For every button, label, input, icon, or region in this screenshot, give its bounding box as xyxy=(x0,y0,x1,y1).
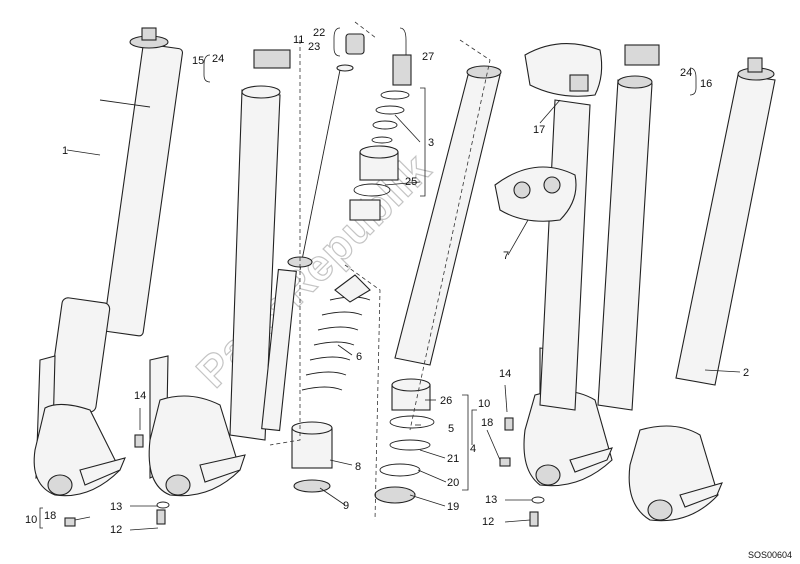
top-cap-stack xyxy=(349,54,412,221)
callout-24-left: 24 xyxy=(212,53,224,65)
callout-10-left: 10 xyxy=(25,514,37,526)
inner-tube-left xyxy=(229,49,291,441)
callout-19: 19 xyxy=(447,501,459,513)
callout-5: 5 xyxy=(448,423,454,435)
callout-25: 25 xyxy=(405,176,417,188)
callout-2: 2 xyxy=(743,367,749,379)
callout-7: 7 xyxy=(503,250,509,262)
callout-26: 26 xyxy=(440,395,452,407)
leader-lines xyxy=(66,99,741,531)
callout-14-right: 14 xyxy=(499,368,511,380)
callout-12-left: 12 xyxy=(110,524,122,536)
callout-16: 16 xyxy=(700,78,712,90)
fork-bottom-leg-right xyxy=(523,99,613,487)
fork-leg-left-assembled xyxy=(33,27,184,497)
callout-labels: 1 2 3 4 5 6 7 8 9 10 10 11 12 12 13 13 1… xyxy=(25,27,749,536)
fork-leg-right-assembled xyxy=(628,57,776,522)
kit-parts xyxy=(494,43,603,222)
fork-spring xyxy=(301,274,371,391)
callout-3: 3 xyxy=(428,137,434,149)
callout-14-left: 14 xyxy=(134,390,146,402)
callout-15: 15 xyxy=(192,55,204,67)
outer-tube-center xyxy=(374,65,502,504)
callout-24-right: 24 xyxy=(680,67,692,79)
callout-17: 17 xyxy=(533,124,545,136)
dashed-guides xyxy=(269,21,491,521)
callout-1: 1 xyxy=(62,145,68,157)
callout-4: 4 xyxy=(470,443,476,455)
damper-rod xyxy=(261,33,365,432)
callout-23: 23 xyxy=(308,41,320,53)
inner-tube-right xyxy=(597,44,660,411)
callout-13-right: 13 xyxy=(485,494,497,506)
callout-11: 11 xyxy=(293,34,304,46)
callout-8: 8 xyxy=(355,461,361,473)
callout-18-right: 18 xyxy=(481,417,493,429)
drawing-code: SOS00604 xyxy=(748,550,792,560)
callout-6: 6 xyxy=(356,351,362,363)
callout-27: 27 xyxy=(422,51,434,63)
callout-9: 9 xyxy=(343,500,349,512)
callout-18-left: 18 xyxy=(44,510,56,522)
callout-10-right: 10 xyxy=(478,398,490,410)
brackets xyxy=(39,27,697,529)
callout-22: 22 xyxy=(313,27,325,39)
callout-21: 21 xyxy=(447,453,459,465)
callout-12-right: 12 xyxy=(482,516,494,528)
spacer-parts xyxy=(291,421,333,493)
fork-bottom-leg-left xyxy=(148,355,246,497)
callout-13-left: 13 xyxy=(110,501,122,513)
fasteners xyxy=(64,417,545,527)
callout-20: 20 xyxy=(447,477,459,489)
